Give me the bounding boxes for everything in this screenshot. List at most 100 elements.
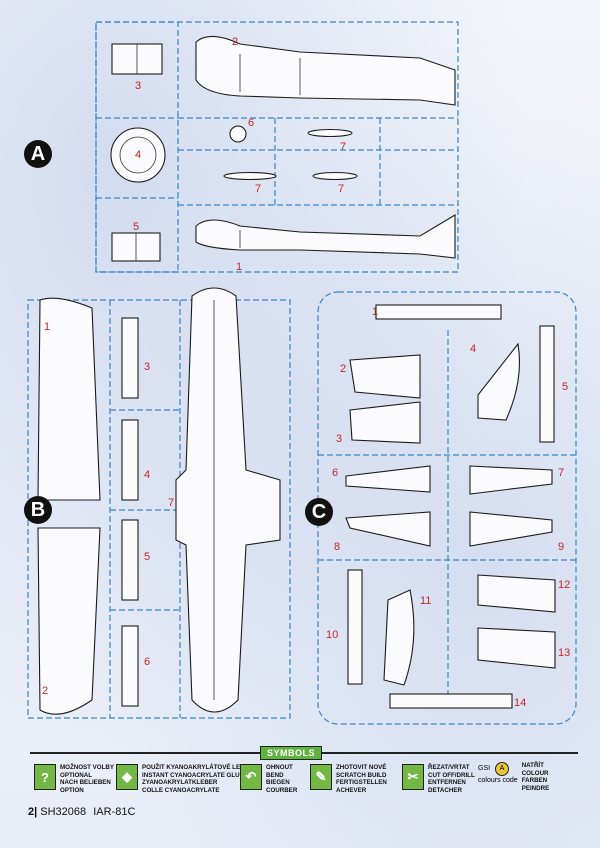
part-c11 xyxy=(383,589,415,686)
label-c3: 3 xyxy=(336,433,342,445)
symbol-text: MOŽNOST VOLBY xyxy=(60,764,114,771)
label-c9: 9 xyxy=(558,541,564,553)
part-a2 xyxy=(195,35,456,106)
label-b7: 7 xyxy=(168,497,174,509)
symbol-text: ENTFERNEN xyxy=(428,779,466,787)
part-a6 xyxy=(229,125,247,143)
symbol-text: COURBER xyxy=(266,786,298,794)
symbol-text: POUŽIT KYANOAKRYLÁTOVÉ LEPIDLO xyxy=(142,764,259,771)
part-c13 xyxy=(477,627,556,669)
symbol-text: DETACHER xyxy=(428,786,462,794)
part-c14 xyxy=(389,693,513,709)
symbol-text: BIEGEN xyxy=(266,779,290,787)
page-footer: 2| SH32068 IAR-81C xyxy=(28,806,135,818)
label-b5: 5 xyxy=(144,551,150,563)
label-a7-3: 7 xyxy=(338,183,344,195)
kit-code: SH32068 xyxy=(40,806,87,818)
label-c11: 11 xyxy=(420,595,431,607)
symbol-glue: ◆ POUŽIT KYANOAKRYLÁTOVÉ LEPIDLO INSTANT… xyxy=(116,764,259,794)
bend-icon: ↶ xyxy=(240,764,262,790)
part-a1 xyxy=(195,214,456,259)
model-name: IAR-81C xyxy=(93,806,136,818)
label-a2: 2 xyxy=(232,36,238,48)
symbol-text: ZYANOAKRYLATKLEBER xyxy=(142,779,218,787)
part-a7-2 xyxy=(223,171,277,181)
label-a7-2: 7 xyxy=(255,183,261,195)
optional-icon: ? xyxy=(34,764,56,790)
label-b3: 3 xyxy=(144,361,150,373)
part-c2 xyxy=(349,354,421,399)
label-b6: 6 xyxy=(144,656,150,668)
symbol-optional: ? MOŽNOST VOLBY OPTIONAL NACH BELIEBEN O… xyxy=(34,764,114,794)
symbol-text: OPTIONAL xyxy=(60,771,92,779)
part-b5 xyxy=(121,519,139,601)
label-a3: 3 xyxy=(135,80,141,92)
symbol-text: NACH BELIEBEN xyxy=(60,779,111,787)
part-c1 xyxy=(375,304,502,320)
label-a6: 6 xyxy=(248,117,254,129)
part-c10 xyxy=(347,569,363,685)
section-c-badge: C xyxy=(305,498,333,526)
symbol-colour: GSI A colours code NATŘÍT COLOUR FARBEN … xyxy=(478,762,549,792)
sprue-a-frame xyxy=(95,21,459,273)
part-a7-1 xyxy=(307,128,353,138)
part-b2 xyxy=(37,527,101,715)
section-b-badge: B xyxy=(24,496,52,524)
symbol-text: OHNOUT xyxy=(266,764,293,771)
part-b3 xyxy=(121,317,139,399)
scratch-build-icon: ✎ xyxy=(310,764,332,790)
cut-icon: ✂ xyxy=(402,764,424,790)
glue-icon: ◆ xyxy=(116,764,138,790)
part-c8 xyxy=(345,511,431,547)
label-c14: 14 xyxy=(514,697,526,709)
label-c2: 2 xyxy=(340,363,346,375)
label-c6: 6 xyxy=(332,467,338,479)
part-c6 xyxy=(345,465,431,493)
symbol-text: CUT OFF/DRILL xyxy=(428,771,475,779)
part-b1 xyxy=(37,297,101,501)
symbol-text: OPTION xyxy=(60,786,84,794)
part-b4 xyxy=(121,419,139,501)
gsi-label: GSI xyxy=(478,765,491,772)
label-b4: 4 xyxy=(144,469,150,481)
symbol-text: COLLE CYANOACRYLATE xyxy=(142,786,220,794)
label-b1: 1 xyxy=(44,321,50,333)
symbol-cut: ✂ ŘEZAT/VRTAT CUT OFF/DRILL ENTFERNEN DE… xyxy=(402,764,475,794)
label-a1: 1 xyxy=(236,261,242,273)
symbol-text: FERTIGSTELLEN xyxy=(336,779,387,787)
part-c4 xyxy=(477,342,521,421)
page-number: 2| xyxy=(28,806,38,818)
label-c7: 7 xyxy=(558,467,564,479)
part-c3 xyxy=(349,401,421,444)
label-c10: 10 xyxy=(326,629,338,641)
symbol-scratch-build: ✎ ZHOTOVIT NOVÉ SCRATCH BUILD FERTIGSTEL… xyxy=(310,764,387,794)
gsi-badge-icon: A xyxy=(495,762,510,776)
section-a-badge: A xyxy=(24,140,52,168)
part-c9 xyxy=(469,511,553,547)
part-a7-3 xyxy=(312,171,358,181)
label-a4: 4 xyxy=(135,149,141,161)
gsi-sub: colours code xyxy=(478,777,518,784)
part-c12 xyxy=(477,574,556,613)
label-c5: 5 xyxy=(562,381,568,393)
symbol-text: ZHOTOVIT NOVÉ xyxy=(336,764,387,771)
symbol-text: INSTANT CYANOACRYLATE GLUE xyxy=(142,771,244,779)
label-c13: 13 xyxy=(558,647,570,659)
label-c1: 1 xyxy=(372,306,378,318)
symbol-text: ŘEZAT/VRTAT xyxy=(428,764,470,771)
symbol-text: NATŘÍT xyxy=(521,762,544,769)
symbols-legend: SYMBOLS ? MOŽNOST VOLBY OPTIONAL NACH BE… xyxy=(30,746,578,804)
part-b6 xyxy=(121,625,139,707)
label-c12: 12 xyxy=(558,579,570,591)
label-c8: 8 xyxy=(334,541,340,553)
label-b2: 2 xyxy=(42,685,48,697)
symbols-title: SYMBOLS xyxy=(260,746,323,760)
symbol-text: ACHEVER xyxy=(336,786,367,794)
part-b7 xyxy=(175,287,281,713)
part-c5 xyxy=(539,325,555,443)
symbol-text: SCRATCH BUILD xyxy=(336,771,387,779)
